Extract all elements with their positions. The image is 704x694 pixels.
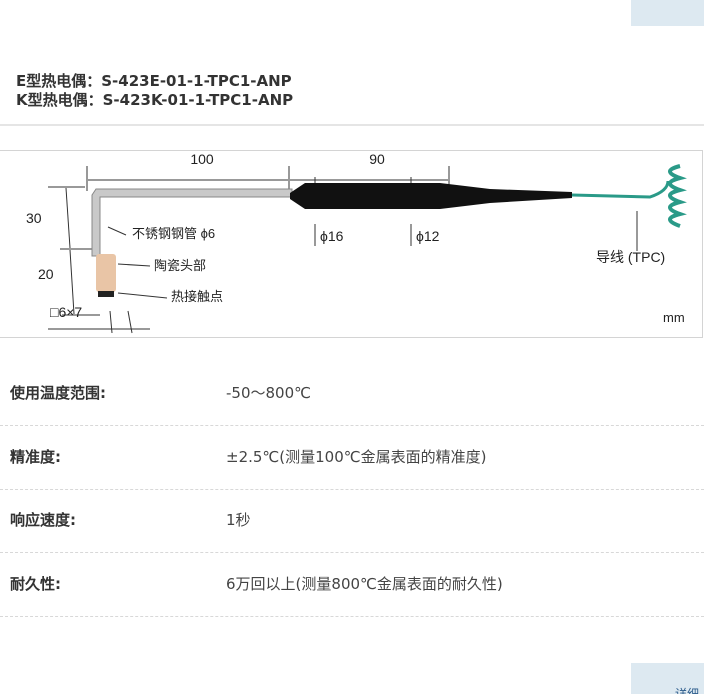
spec-row-durability: 耐久性: 6万回以上(测量800℃金属表面的耐久性) [0, 553, 704, 617]
spec-value: 6万回以上(测量800℃金属表面的耐久性) [226, 575, 503, 593]
label-tube: 不锈钢钢管 ϕ6 [132, 226, 215, 241]
model-k: K型热电偶：S-423K-01-1-TPC1-ANP [16, 91, 294, 109]
spec-label: 精准度: [10, 448, 61, 466]
spec-row-accuracy: 精准度: ±2.5℃(测量100℃金属表面的精准度) [0, 426, 704, 490]
label-ceramic: 陶瓷头部 [154, 258, 206, 273]
dim-100: 100 [190, 151, 214, 167]
dim-30: 30 [26, 210, 42, 226]
label-size: □6×7 [50, 304, 82, 320]
spec-value: -50～800℃ [226, 384, 311, 402]
spec-value: 1秒 [226, 511, 251, 529]
label-junction: 热接触点 [171, 289, 223, 304]
dim-20: 20 [38, 266, 54, 282]
spec-label: 使用温度范围: [10, 384, 106, 402]
details-button[interactable]: 详细 [631, 663, 704, 694]
product-diagram: 100 90 30 20 不锈钢钢管 ϕ6 陶瓷头部 热接触点 □6×7 ϕ16… [0, 150, 703, 338]
model-e: E型热电偶：S-423E-01-1-TPC1-ANP [16, 72, 292, 90]
details-label: 详细 [675, 687, 700, 694]
label-d12: ϕ12 [416, 228, 440, 244]
label-unit: mm [663, 310, 685, 325]
dim-90: 90 [369, 151, 385, 167]
spec-row-response: 响应速度: 1秒 [0, 489, 704, 553]
spec-label: 耐久性: [10, 575, 61, 593]
spec-value: ±2.5℃(测量100℃金属表面的精准度) [226, 448, 487, 466]
label-d16: ϕ16 [320, 228, 344, 244]
spec-label: 响应速度: [10, 511, 76, 529]
divider [0, 124, 704, 126]
top-right-button[interactable] [631, 0, 704, 26]
label-lead: 导线 (TPC) [596, 249, 665, 265]
spec-row-temperature: 使用温度范围: -50～800℃ [0, 362, 704, 426]
